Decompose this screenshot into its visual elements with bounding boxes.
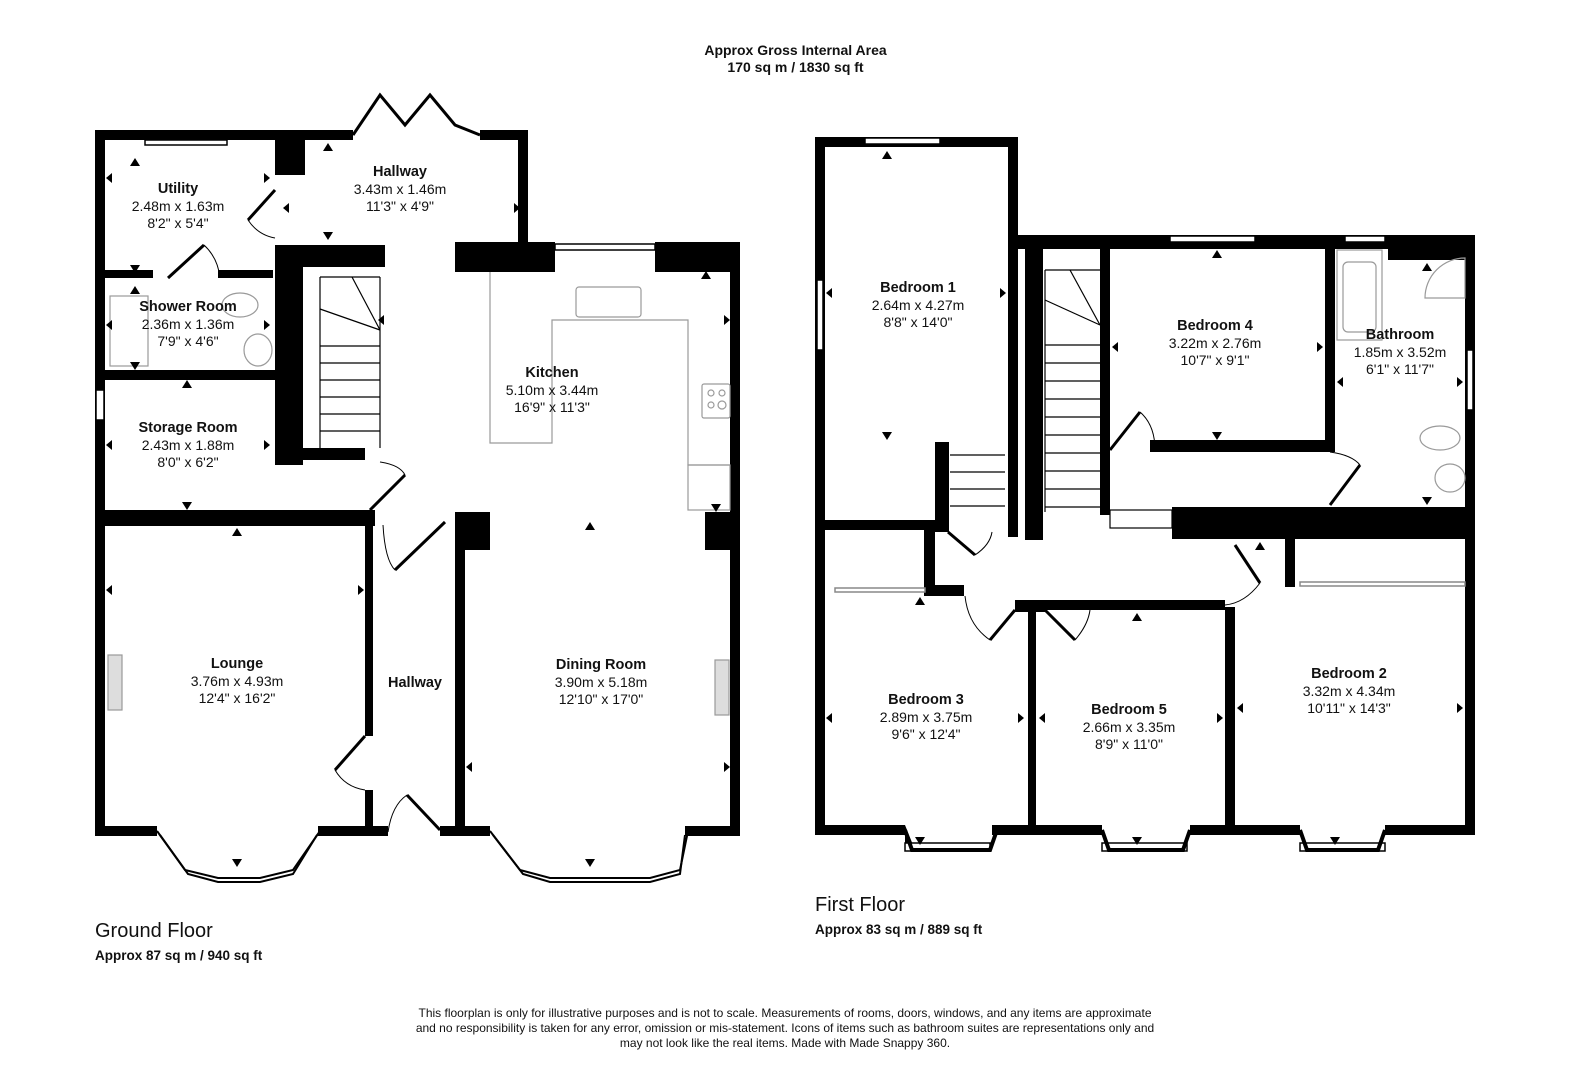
room-name: Bedroom 1 [880,280,956,296]
ground-floor-walls [95,130,740,836]
fireplace-icon [107,654,123,711]
room-imperial: 6'1" x 11'7" [1366,361,1434,377]
room-name: Bedroom 2 [1311,666,1387,682]
room-imperial: 8'8" x 14'0" [883,314,953,330]
room-imperial: 8'0" x 6'2" [157,454,219,470]
room-name: Bedroom 5 [1091,702,1167,718]
disclaimer-line: This floorplan is only for illustrative … [418,1006,1152,1020]
room-name: Hallway [388,675,442,691]
room-lounge: Lounge 3.76m x 4.93m 12'4" x 16'2" [191,656,284,707]
room-metric: 5.10m x 3.44m [505,382,599,398]
gross-area-header: Approx Gross Internal Area 170 sq m / 18… [0,42,1591,76]
ground-floor-bay-windows [156,92,689,883]
room-metric: 3.43m x 1.46m [353,181,447,197]
room-metric: 2.36m x 1.36m [141,316,235,332]
room-name: Dining Room [555,657,647,673]
room-imperial: 8'2" x 5'4" [147,215,209,231]
room-name: Kitchen [525,365,579,381]
room-metric: 1.85m x 3.52m [1353,344,1447,360]
sink-icon [575,286,642,318]
gross-area-value: 170 sq m / 1830 sq ft [727,59,864,75]
room-bedroom-2: Bedroom 2 3.32m x 4.34m 10'11" x 14'3" [1303,666,1396,717]
ground-floor-stairs [319,276,381,448]
basin-icon [243,333,273,367]
room-name: Utility [157,181,199,197]
room-bedroom-4: Bedroom 4 3.22m x 2.76m 10'7" x 9'1" [1169,318,1262,369]
toilet-icon [221,292,259,318]
room-name: Lounge [210,656,264,672]
room-name: Hallway [372,164,427,180]
first-floor-bay-outline [903,829,1387,852]
room-imperial: 10'11" x 14'3" [1307,700,1391,716]
room-bedroom-1: Bedroom 1 2.64m x 4.27m 8'8" x 14'0" [872,280,965,331]
first-floor-area: Approx 83 sq m / 889 sq ft [815,922,983,937]
room-metric: 2.48m x 1.63m [131,198,225,214]
ground-floor-caption: Ground Floor Approx 87 sq m / 940 sq ft [95,920,262,963]
room-imperial: 16'9" x 11'3" [514,399,590,415]
room-metric: 2.89m x 3.75m [879,709,973,725]
room-shower-room: Shower Room 2.36m x 1.36m 7'9" x 4'6" [139,299,236,350]
room-name: Shower Room [139,299,237,315]
bath-icon [1336,249,1383,341]
room-imperial: 10'7" x 9'1" [1180,352,1250,368]
room-imperial: 11'3" x 4'9" [366,198,434,214]
ground-floor-title: Ground Floor [95,920,213,942]
room-hallway-upper: Hallway 3.43m x 1.46m 11'3" x 4'9" [354,164,447,215]
room-imperial: 8'9" x 11'0" [1095,736,1163,752]
kitchen-fixtures [107,272,731,716]
shower-tray-icon [109,295,149,367]
room-metric: 2.64m x 4.27m [871,297,965,313]
bathroom-fixtures [1336,249,1466,493]
room-metric: 3.76m x 4.93m [190,673,284,689]
room-hallway-lower: Hallway [388,675,442,692]
room-utility: Utility 2.48m x 1.63m 8'2" x 5'4" [132,181,225,232]
room-bedroom-5: Bedroom 5 2.66m x 3.35m 8'9" x 11'0" [1083,702,1176,753]
disclaimer-line: may not look like the real items. Made w… [619,1036,951,1050]
disclaimer: This floorplan is only for illustrative … [360,1006,1210,1051]
toilet-icon [1419,425,1461,451]
room-name: Bedroom 4 [1177,318,1253,334]
disclaimer-line: and no responsibility is taken for any e… [415,1021,1155,1035]
hob-icon [701,383,731,419]
ground-floor-doors [166,188,447,833]
room-imperial: 12'10" x 17'0" [558,691,644,707]
room-metric: 3.90m x 5.18m [554,674,648,690]
room-metric: 3.22m x 2.76m [1168,335,1262,351]
room-dining-room: Dining Room 3.90m x 5.18m 12'10" x 17'0" [555,657,648,708]
room-kitchen: Kitchen 5.10m x 3.44m 16'9" x 11'3" [506,365,599,416]
room-name: Bedroom 3 [888,692,964,708]
ground-floor-windows [95,139,656,421]
room-name: Storage Room [138,420,238,436]
room-imperial: 9'6" x 12'4" [891,726,961,742]
room-metric: 2.66m x 3.35m [1082,719,1176,735]
fireplace-icon [714,659,730,716]
first-floor-doors [947,411,1362,642]
gross-area-label: Approx Gross Internal Area [704,42,887,58]
room-metric: 3.32m x 4.34m [1302,683,1396,699]
room-bedroom-3: Bedroom 3 2.89m x 3.75m 9'6" x 12'4" [880,692,973,743]
basin-icon [1434,463,1466,493]
room-imperial: 12'4" x 16'2" [198,690,276,706]
first-floor-stairs [950,269,1173,529]
shower-corner-icon [1424,257,1466,299]
room-name: Bathroom [1365,327,1435,343]
first-floor-caption: First Floor Approx 83 sq m / 889 sq ft [815,894,982,937]
direction-arrows [106,143,1463,867]
first-floor-title: First Floor [815,894,905,916]
first-floor-windows [816,137,1474,852]
room-storage-room: Storage Room 2.43m x 1.88m 8'0" x 6'2" [138,420,237,471]
room-metric: 2.43m x 1.88m [141,437,235,453]
room-bathroom: Bathroom 1.85m x 3.52m 6'1" x 11'7" [1354,327,1447,378]
room-imperial: 7'9" x 4'6" [157,333,219,349]
ground-floor-area: Approx 87 sq m / 940 sq ft [95,948,263,963]
